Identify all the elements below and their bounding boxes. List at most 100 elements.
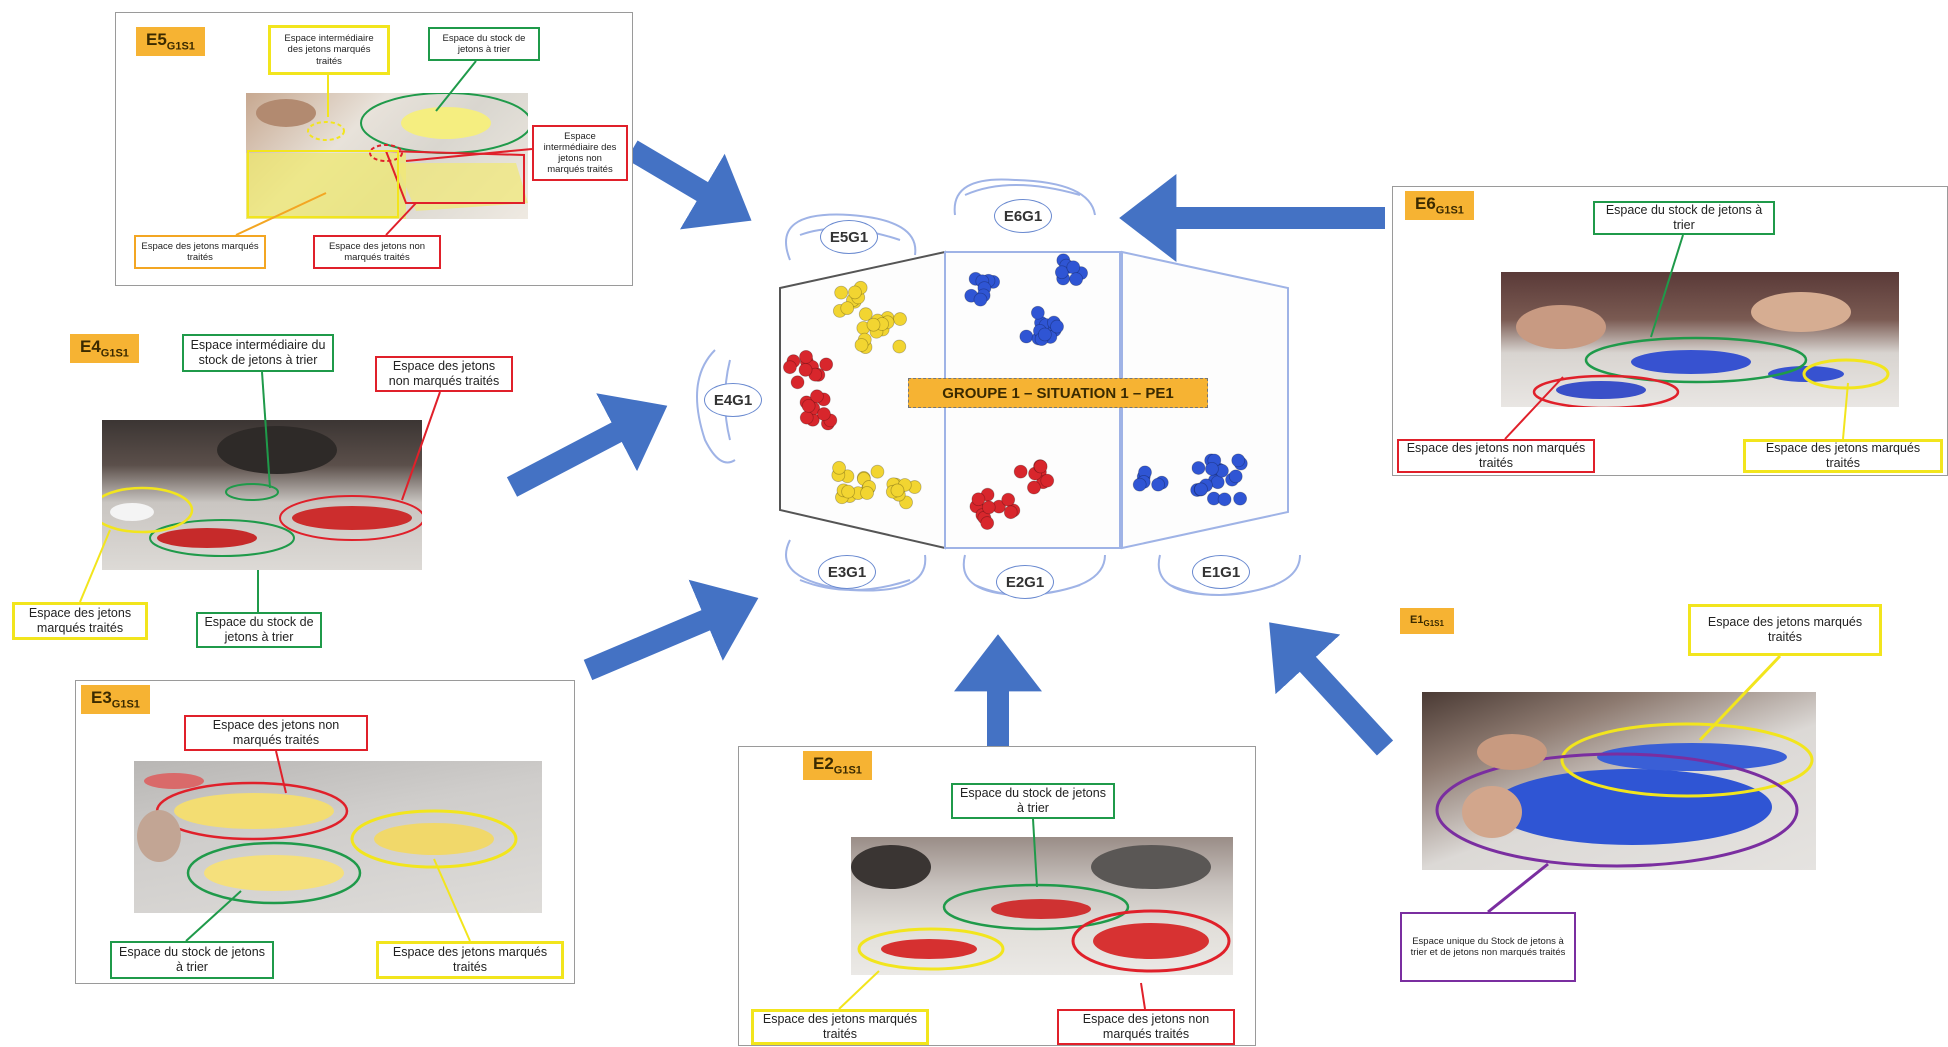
token — [907, 480, 922, 494]
token — [798, 362, 813, 377]
token — [1033, 323, 1047, 338]
token — [840, 469, 855, 484]
token — [801, 398, 816, 413]
token — [1205, 461, 1219, 476]
token — [885, 484, 900, 499]
token — [969, 499, 984, 514]
token — [977, 281, 992, 295]
token — [1066, 260, 1081, 275]
token — [1231, 453, 1246, 468]
token — [1136, 475, 1151, 489]
situation-banner: GROUPE 1 – SITUATION 1 – PE1 — [908, 378, 1208, 408]
photo-e1 — [1422, 692, 1816, 870]
panel-tag: E3G1S1 — [81, 685, 150, 715]
token — [1054, 265, 1069, 280]
label-inter-stock: Espace intermédiaire du stock de jetons … — [182, 334, 334, 372]
token — [964, 288, 979, 303]
token — [1206, 491, 1221, 506]
photo-drawing — [137, 773, 518, 905]
token — [981, 273, 996, 288]
token — [842, 489, 857, 503]
token — [858, 307, 873, 322]
token — [1191, 461, 1206, 475]
token — [897, 478, 912, 492]
photo-e2 — [851, 837, 1233, 975]
token — [790, 375, 805, 390]
leader-lines — [79, 371, 441, 612]
photo-e4 — [102, 420, 422, 570]
token — [823, 413, 838, 428]
token — [980, 516, 995, 530]
photo-e3 — [134, 761, 542, 913]
token — [816, 392, 831, 407]
token — [886, 477, 901, 492]
token — [1190, 483, 1205, 497]
arrow-e5 — [626, 140, 752, 230]
token — [848, 285, 862, 300]
token — [799, 349, 813, 364]
label-stock: Espace du stock de jetons à trier — [428, 27, 540, 61]
token — [888, 477, 903, 492]
token — [875, 317, 889, 331]
token — [892, 339, 907, 354]
panel-tag: E5G1S1 — [136, 27, 205, 57]
token — [1037, 327, 1052, 342]
token — [1138, 465, 1152, 480]
label-stock: Espace du stock de jetons à trier — [196, 612, 322, 648]
token — [817, 407, 831, 421]
token — [1204, 453, 1219, 468]
token — [856, 321, 871, 335]
token — [851, 290, 866, 305]
photo-drawing — [1516, 292, 1890, 407]
label-marques: Espace des jetons marqués traités — [12, 602, 148, 640]
token — [834, 285, 849, 300]
token — [1034, 315, 1048, 330]
token — [976, 288, 991, 303]
token — [821, 416, 835, 431]
token — [992, 499, 1006, 514]
token — [1074, 266, 1088, 281]
token — [805, 359, 820, 374]
token — [968, 271, 983, 286]
token — [870, 313, 885, 328]
label-unique-stock: Espace unique du Stock de jetons à trier… — [1400, 912, 1576, 982]
token — [836, 483, 851, 498]
token — [1050, 319, 1064, 334]
token — [841, 484, 856, 499]
token — [1199, 478, 1213, 493]
token — [1228, 469, 1243, 484]
token — [1154, 475, 1169, 490]
token — [1038, 318, 1053, 332]
token — [786, 354, 801, 369]
arrow-e3 — [583, 579, 759, 681]
leader-lines — [1504, 234, 1849, 440]
label-marques: Espace des jetons marqués traités — [1688, 604, 1882, 656]
token — [858, 340, 873, 354]
token — [981, 500, 996, 515]
token — [854, 338, 869, 352]
token — [977, 510, 992, 525]
label-stock: Espace du stock de jetons à trier — [951, 783, 1115, 819]
token — [1047, 323, 1062, 338]
seat-e2g1: E2G1 — [996, 565, 1054, 599]
token — [891, 487, 906, 502]
token — [1056, 271, 1071, 286]
panel-tag: E1G1S1 — [1400, 608, 1454, 635]
token — [1003, 505, 1018, 520]
token — [840, 301, 855, 316]
token — [851, 486, 865, 501]
token — [1217, 492, 1232, 507]
token — [1210, 475, 1225, 490]
leader-lines — [185, 750, 471, 942]
photo-drawing — [246, 93, 528, 219]
token — [1036, 475, 1050, 490]
label-inter-non-marques: Espace intermédiaire des jetons non marq… — [532, 125, 628, 181]
token — [808, 367, 823, 382]
token — [866, 317, 881, 332]
token — [811, 367, 826, 382]
token — [857, 332, 872, 347]
token — [1043, 330, 1058, 344]
token — [847, 294, 862, 309]
token — [1208, 473, 1222, 488]
label-marques: Espace des jetons marqués traités — [376, 941, 564, 979]
